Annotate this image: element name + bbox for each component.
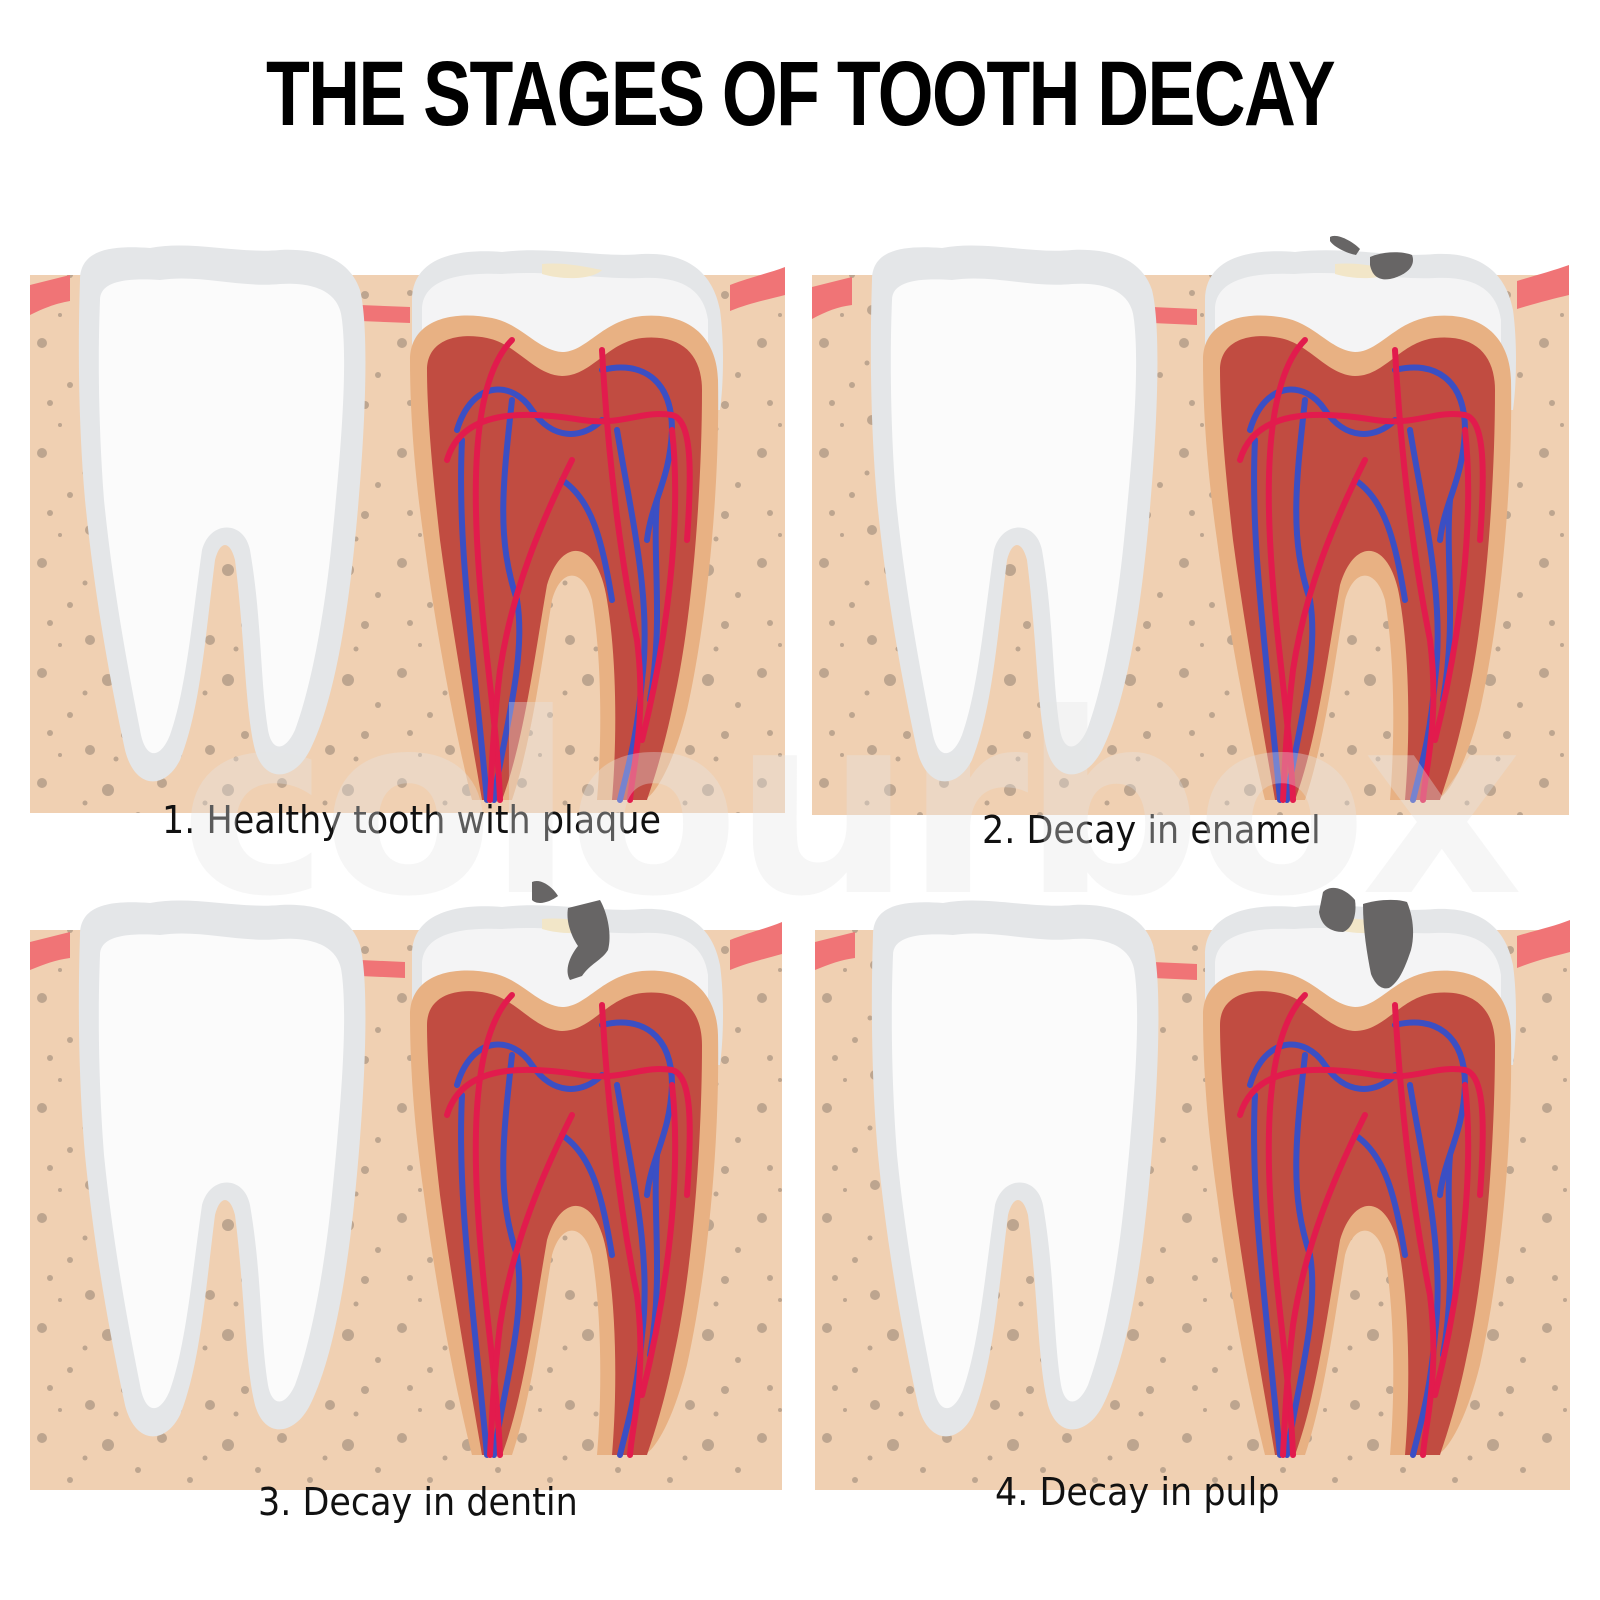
decay-spot-pulp — [1319, 887, 1414, 989]
caption-stage-4: 4. Decay in pulp — [995, 1470, 1280, 1514]
panel-decay-in-dentin — [30, 870, 782, 1490]
gum-right — [730, 922, 782, 970]
gum-middle — [1153, 962, 1197, 980]
gum-left — [812, 277, 852, 319]
caption-stage-1: 1. Healthy tooth with plaque — [162, 798, 661, 842]
gum-middle — [360, 960, 405, 978]
gum-left — [815, 932, 855, 970]
gum-right — [730, 267, 785, 311]
decay-spot-enamel — [1330, 235, 1414, 280]
caption-stage-2: 2. Decay in enamel — [982, 808, 1321, 852]
page-title: THE STAGES OF TOOTH DECAY — [265, 43, 1336, 145]
gum-left — [30, 275, 70, 315]
gum-middle — [360, 305, 410, 323]
panel-decay-in-enamel — [812, 215, 1569, 815]
panel-decay-in-pulp — [815, 870, 1570, 1490]
decay-spot-dentin — [532, 880, 610, 980]
caption-stage-3: 3. Decay in dentin — [258, 1480, 578, 1524]
gum-middle — [1152, 307, 1197, 325]
gum-right — [1517, 920, 1570, 968]
gum-right — [1517, 265, 1569, 309]
gum-left — [30, 932, 70, 970]
panel-healthy-tooth — [30, 215, 785, 813]
